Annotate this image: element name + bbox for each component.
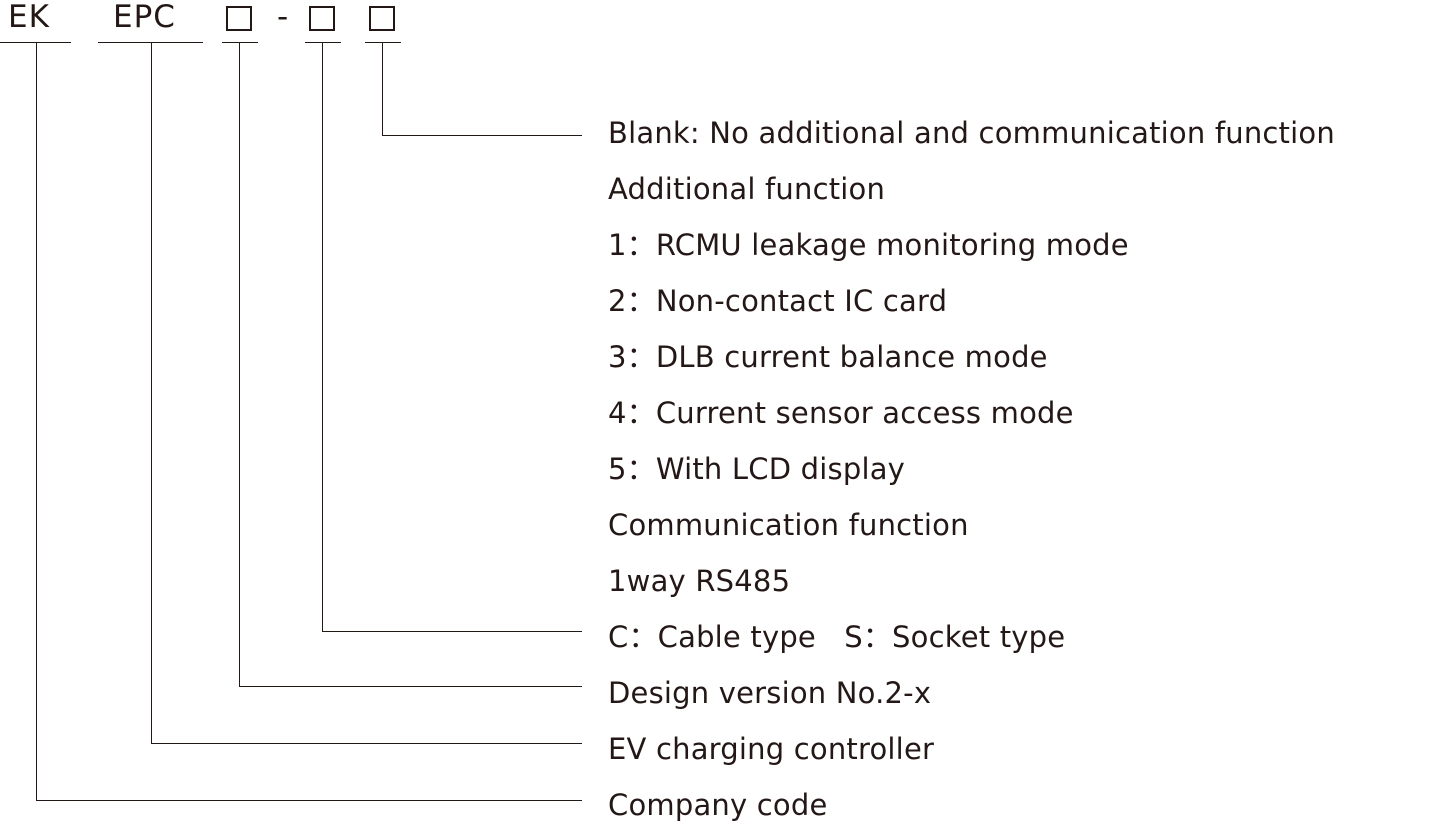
product-code-underline	[98, 42, 203, 43]
desc-ev-controller: EV charging controller	[608, 732, 935, 766]
product-code-label: EPC	[113, 0, 176, 35]
leader-line-company	[36, 42, 582, 801]
type-box	[309, 6, 335, 31]
leader-line-ev	[151, 42, 582, 744]
desc-company-code: Company code	[608, 788, 828, 822]
function-underline	[365, 42, 401, 43]
code-dash: -	[277, 0, 289, 35]
desc-communication-title: Communication function	[608, 508, 969, 542]
company-code-label: EK	[8, 0, 50, 35]
design-version-underline	[222, 42, 258, 43]
leader-line-design	[239, 42, 582, 687]
desc-option-4: 4：Current sensor access mode	[608, 396, 1074, 430]
desc-blank: Blank: No additional and communication f…	[608, 116, 1335, 150]
leader-line-type	[322, 42, 582, 632]
desc-design-version: Design version No.2-x	[608, 676, 932, 710]
design-version-box	[226, 6, 252, 31]
desc-type: C：Cable type S：Socket type	[608, 620, 1066, 654]
desc-communication-1: 1way RS485	[608, 564, 791, 598]
type-underline	[305, 42, 341, 43]
desc-additional-title: Additional function	[608, 172, 886, 206]
desc-option-2: 2：Non-contact IC card	[608, 284, 948, 318]
desc-option-3: 3：DLB current balance mode	[608, 340, 1048, 374]
function-box	[369, 6, 395, 31]
leader-line-function	[382, 42, 582, 136]
desc-option-1: 1：RCMU leakage monitoring mode	[608, 228, 1129, 262]
company-code-underline	[0, 42, 71, 43]
desc-option-5: 5：With LCD display	[608, 452, 906, 486]
